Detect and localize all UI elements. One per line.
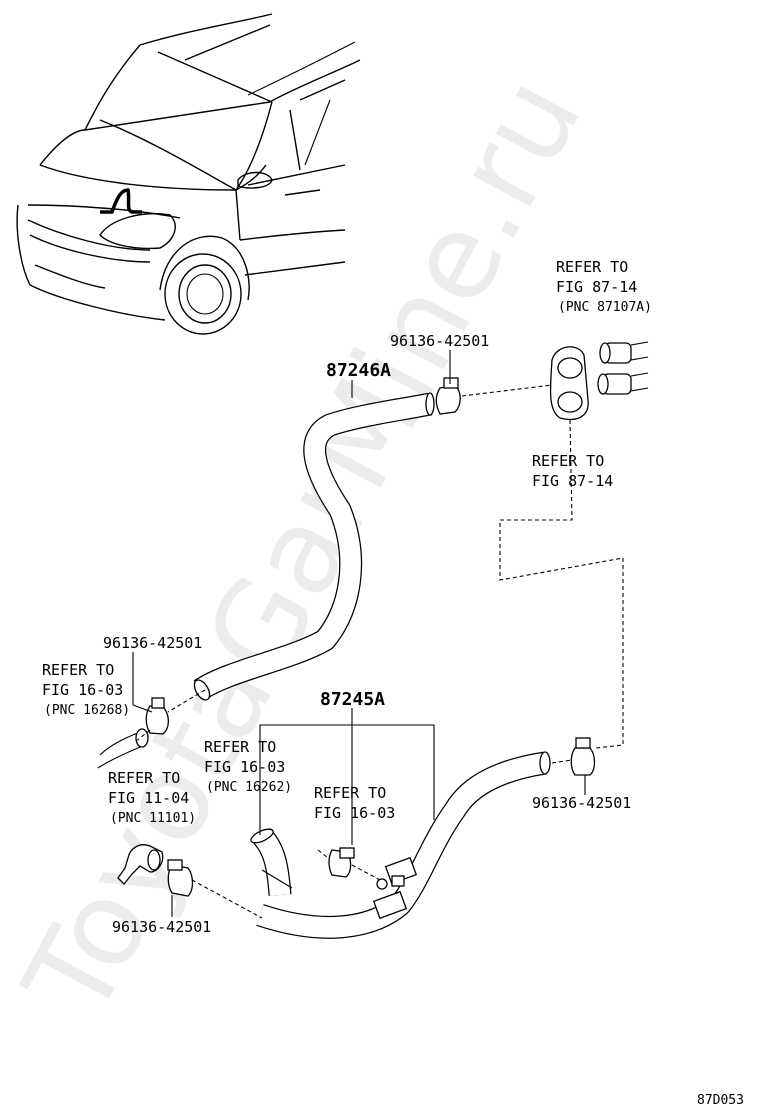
clamp-top: [435, 377, 461, 415]
clamp-right: [570, 737, 596, 776]
ref-center-hose-line2: FIG 16-03: [204, 758, 285, 776]
hose-87246a: [193, 392, 435, 701]
ref-center-hose-line3: (PNC 16262): [206, 780, 292, 795]
hose-87245a: [250, 751, 551, 939]
clamp-left: [145, 697, 170, 735]
part-label-clamp-right: 96136-42501: [532, 794, 631, 812]
clamp-bottom: [167, 859, 194, 897]
part-label-87245a: 87245A: [320, 689, 385, 710]
vehicle-illustration: [16, 13, 361, 335]
part-label-clamp-top: 96136-42501: [390, 332, 489, 350]
left-pipe: [97, 728, 149, 769]
engine-pipe-fitting: [117, 844, 164, 885]
part-label-clamp-left: 96136-42501: [103, 634, 202, 652]
watermark-text: ToyotaGarMine.ru: [0, 55, 608, 1039]
ref-left-pipe-line1: REFER TO: [42, 661, 114, 679]
ref-engine-pipe-line3: (PNC 11101): [110, 811, 196, 826]
ref-center-clamp-line1: REFER TO: [314, 784, 386, 802]
clamp-center: [328, 847, 355, 878]
ref-valve-top-line1: REFER TO: [556, 258, 628, 276]
ref-engine-pipe-line1: REFER TO: [108, 769, 180, 787]
part-label-clamp-bottom: 96136-42501: [112, 918, 211, 936]
part-label-87246a: 87246A: [326, 360, 391, 381]
valve-assembly: [549, 341, 649, 421]
ref-valve-top-line2: FIG 87-14: [556, 278, 637, 296]
figure-code: 87D053: [697, 1093, 744, 1108]
ref-left-pipe-line3: (PNC 16268): [44, 703, 130, 718]
ref-valve-bottom-line1: REFER TO: [532, 452, 604, 470]
ref-left-pipe-line2: FIG 16-03: [42, 681, 123, 699]
ref-center-hose-line1: REFER TO: [204, 738, 276, 756]
ref-valve-bottom-line2: FIG 87-14: [532, 472, 613, 490]
ref-valve-top-line3: (PNC 87107A): [558, 300, 652, 315]
ref-engine-pipe-line2: FIG 11-04: [108, 789, 189, 807]
ref-center-clamp-line2: FIG 16-03: [314, 804, 395, 822]
